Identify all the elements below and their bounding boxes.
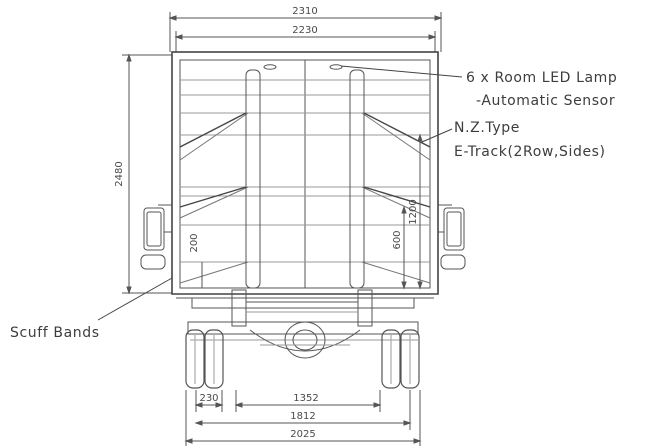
dimension-labels: 2310 2230 2480 1200 600 200 230 1352 181…	[114, 6, 419, 440]
overall-width-dimension	[168, 12, 443, 52]
wheel-icon	[381, 329, 401, 389]
wheel-icon	[400, 329, 420, 389]
callout-labels: 6 x Room LED Lamp -Automatic Sensor N.Z.…	[10, 70, 617, 341]
track-width-dimension	[194, 390, 412, 430]
scuff-band-height-label: 200	[189, 233, 200, 252]
wheel-icon	[204, 329, 224, 389]
right-mirror	[438, 204, 466, 270]
body-width-dimension	[174, 31, 437, 52]
wheel-offset-dimension	[194, 390, 224, 412]
overall-height-dimension	[122, 53, 172, 295]
outer-width-label: 2025	[290, 429, 315, 440]
led-lamp-icon	[329, 64, 343, 70]
body-width-label: 2230	[292, 25, 317, 36]
lamp-callout-line2: -Automatic Sensor	[476, 93, 615, 109]
led-lamps	[263, 64, 343, 70]
chassis	[187, 289, 419, 359]
track-width-label: 1812	[290, 411, 315, 422]
scuff-bands-callout: Scuff Bands	[10, 325, 100, 341]
track-callout-line1: N.Z.Type	[454, 120, 520, 136]
interior-perspective-lines	[179, 112, 431, 284]
lower-track-height-label: 600	[392, 230, 403, 249]
door-posts	[245, 69, 365, 289]
rear-track-dimension	[234, 390, 382, 412]
interior-horizontal-lines	[180, 79, 430, 263]
rear-track-label: 1352	[293, 393, 318, 404]
track-height-dimension	[417, 133, 423, 290]
overall-width-label: 2310	[292, 6, 317, 17]
wheel-offset-label: 230	[199, 393, 218, 404]
lower-track-height-dimension	[401, 205, 407, 290]
wheel-icon	[185, 329, 205, 389]
leader-lines	[97, 65, 463, 321]
led-lamp-icon	[263, 64, 277, 70]
outer-width-dimension	[184, 390, 422, 446]
lamp-callout-line1: 6 x Room LED Lamp	[466, 70, 617, 86]
track-height-label: 1200	[408, 199, 419, 224]
overall-height-label: 2480	[114, 161, 125, 186]
box-body	[171, 51, 439, 299]
rear-wheels	[185, 329, 420, 389]
left-mirror	[140, 204, 172, 270]
track-callout-line2: E-Track(2Row,Sides)	[454, 144, 606, 160]
